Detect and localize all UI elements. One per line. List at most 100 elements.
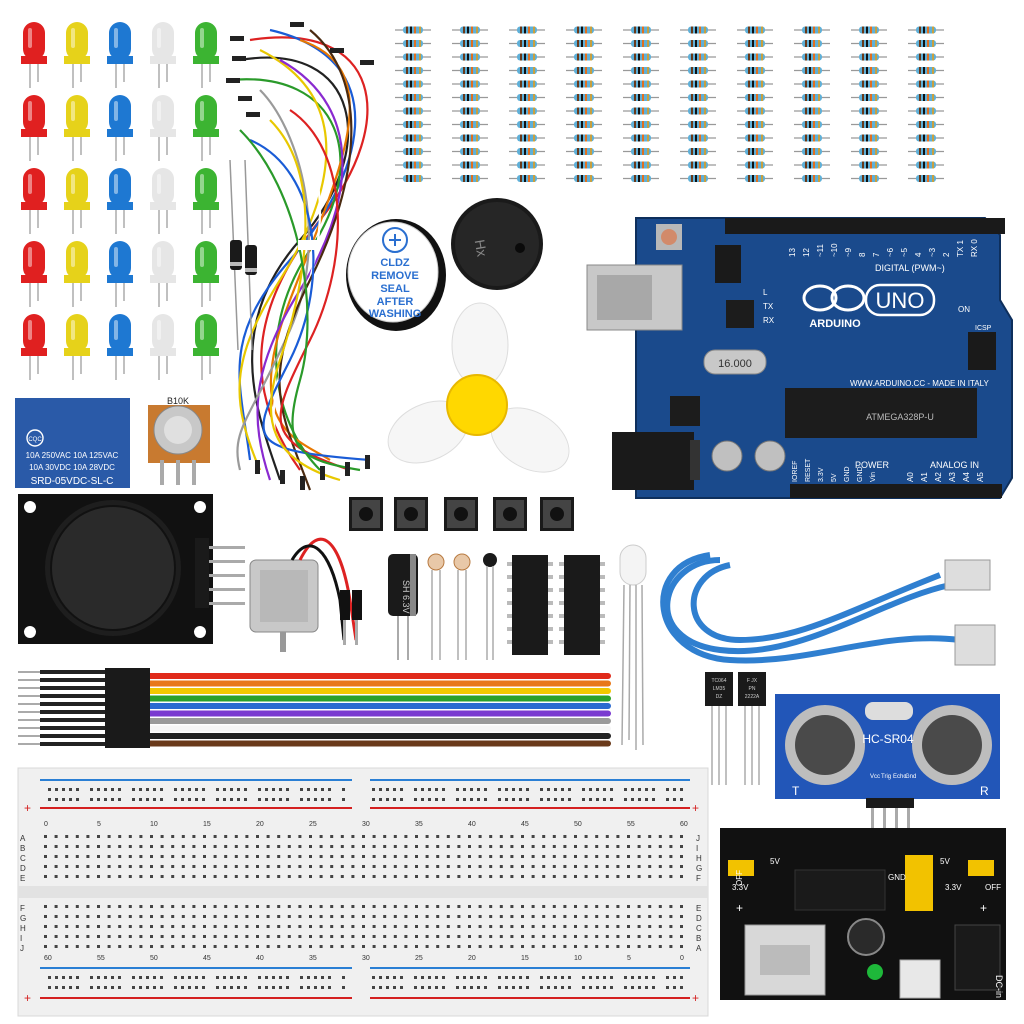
breadboard-hole bbox=[54, 915, 58, 918]
bb-row-letter: C bbox=[20, 854, 26, 863]
breadboard-hole bbox=[139, 925, 143, 928]
digital-pin-label: ~10 bbox=[830, 243, 839, 257]
breadboard-hole bbox=[404, 945, 408, 948]
breadboard-hole bbox=[234, 905, 238, 908]
breadboard-hole bbox=[309, 875, 312, 878]
breadboard-hole bbox=[118, 865, 122, 868]
breadboard-hole bbox=[75, 935, 79, 938]
breadboard-hole bbox=[421, 986, 424, 989]
led bbox=[150, 314, 176, 380]
breadboard-hole bbox=[258, 798, 261, 801]
breadboard-hole bbox=[478, 855, 482, 858]
chip-label: ATMEGA328P-U bbox=[866, 412, 934, 422]
breadboard-hole bbox=[160, 976, 163, 979]
breadboard-hole bbox=[75, 865, 79, 868]
bb-row-letter: C bbox=[696, 924, 702, 933]
breadboard-hole bbox=[300, 788, 303, 791]
ic-pin bbox=[548, 588, 553, 592]
breadboard-hole bbox=[616, 915, 620, 918]
breadboard-hole bbox=[230, 788, 233, 791]
passive-buzzer-mark: Hx bbox=[472, 238, 491, 258]
relay-line2: 10A 30VDC 10A 28VDC bbox=[29, 463, 115, 472]
breadboard-hole bbox=[415, 915, 418, 918]
breadboard-hole bbox=[107, 875, 111, 878]
atmega-chip bbox=[785, 388, 977, 438]
resistor bbox=[794, 40, 830, 47]
breadboard-hole bbox=[319, 855, 323, 858]
breadboard-hole bbox=[181, 905, 185, 908]
breadboard-hole bbox=[153, 976, 156, 979]
breadboard-hole bbox=[415, 845, 418, 848]
breadboard-hole bbox=[97, 925, 100, 928]
breadboard-hole bbox=[505, 986, 508, 989]
resistor bbox=[509, 148, 545, 155]
breadboard-hole bbox=[404, 905, 408, 908]
ic-pin bbox=[600, 601, 605, 605]
breadboard-hole bbox=[97, 788, 100, 791]
resistor bbox=[794, 67, 830, 74]
breadboard-hole bbox=[648, 855, 652, 858]
breadboard-hole bbox=[192, 865, 196, 868]
breadboard-hole bbox=[258, 976, 261, 979]
passive-buzzer: Hx bbox=[451, 198, 543, 290]
breadboard-hole bbox=[192, 945, 196, 948]
breadboard-hole bbox=[97, 905, 100, 908]
resistor bbox=[452, 53, 488, 61]
breadboard-hole bbox=[160, 986, 163, 989]
breadboard-hole bbox=[54, 905, 58, 908]
breadboard-hole bbox=[372, 945, 376, 948]
breadboard-hole bbox=[540, 788, 543, 791]
breadboard-hole bbox=[307, 986, 310, 989]
breadboard-hole bbox=[457, 925, 461, 928]
breadboard-hole bbox=[421, 976, 424, 979]
bb-row-letter: I bbox=[20, 934, 22, 943]
breadboard-hole bbox=[340, 845, 344, 848]
breadboard-hole bbox=[595, 875, 599, 878]
breadboard-hole bbox=[351, 865, 355, 868]
breadboard-hole bbox=[669, 855, 673, 858]
breadboard-hole bbox=[631, 798, 634, 801]
breadboard-hole bbox=[393, 915, 397, 918]
breadboard-hole bbox=[223, 798, 226, 801]
breadboard-hole bbox=[150, 945, 153, 948]
ic-pin bbox=[507, 562, 512, 566]
breadboard-hole bbox=[150, 835, 153, 838]
breadboard-hole bbox=[428, 798, 431, 801]
led bbox=[107, 22, 133, 88]
breadboard-hole bbox=[97, 845, 100, 848]
bb-col-number: 35 bbox=[415, 821, 423, 828]
resistor bbox=[566, 121, 602, 128]
breadboard-hole bbox=[595, 855, 599, 858]
breadboard-hole bbox=[627, 855, 630, 858]
breadboard-hole bbox=[139, 865, 143, 868]
breadboard-hole bbox=[340, 915, 344, 918]
breadboard-hole bbox=[673, 788, 676, 791]
resistor bbox=[395, 107, 431, 115]
on-label: ON bbox=[958, 305, 970, 314]
ribbon-connector bbox=[105, 668, 150, 676]
breadboard-hole bbox=[203, 925, 206, 928]
breadboard-hole bbox=[425, 865, 429, 868]
pm-3v3-right: 3.3V bbox=[945, 883, 962, 892]
breadboard-hole bbox=[489, 915, 493, 918]
breadboard-hole bbox=[202, 798, 205, 801]
breadboard-hole bbox=[680, 945, 683, 948]
breadboard-hole bbox=[393, 986, 396, 989]
breadboard-hole bbox=[595, 865, 599, 868]
resistor bbox=[908, 26, 944, 34]
breadboard-hole bbox=[680, 855, 683, 858]
breadboard-hole bbox=[658, 855, 662, 858]
breadboard-hole bbox=[404, 915, 408, 918]
breadboard-hole bbox=[484, 976, 487, 979]
breadboard-hole bbox=[680, 905, 683, 908]
breadboard-hole bbox=[86, 855, 90, 858]
resistor bbox=[737, 134, 773, 142]
breadboard-hole bbox=[616, 835, 620, 838]
resistor bbox=[509, 134, 545, 142]
breadboard-hole bbox=[552, 905, 556, 908]
breadboard-hole bbox=[90, 798, 93, 801]
breadboard-hole bbox=[213, 845, 217, 848]
breadboard-hole bbox=[436, 935, 440, 938]
resistor bbox=[794, 26, 830, 34]
breadboard-hole bbox=[680, 865, 683, 868]
